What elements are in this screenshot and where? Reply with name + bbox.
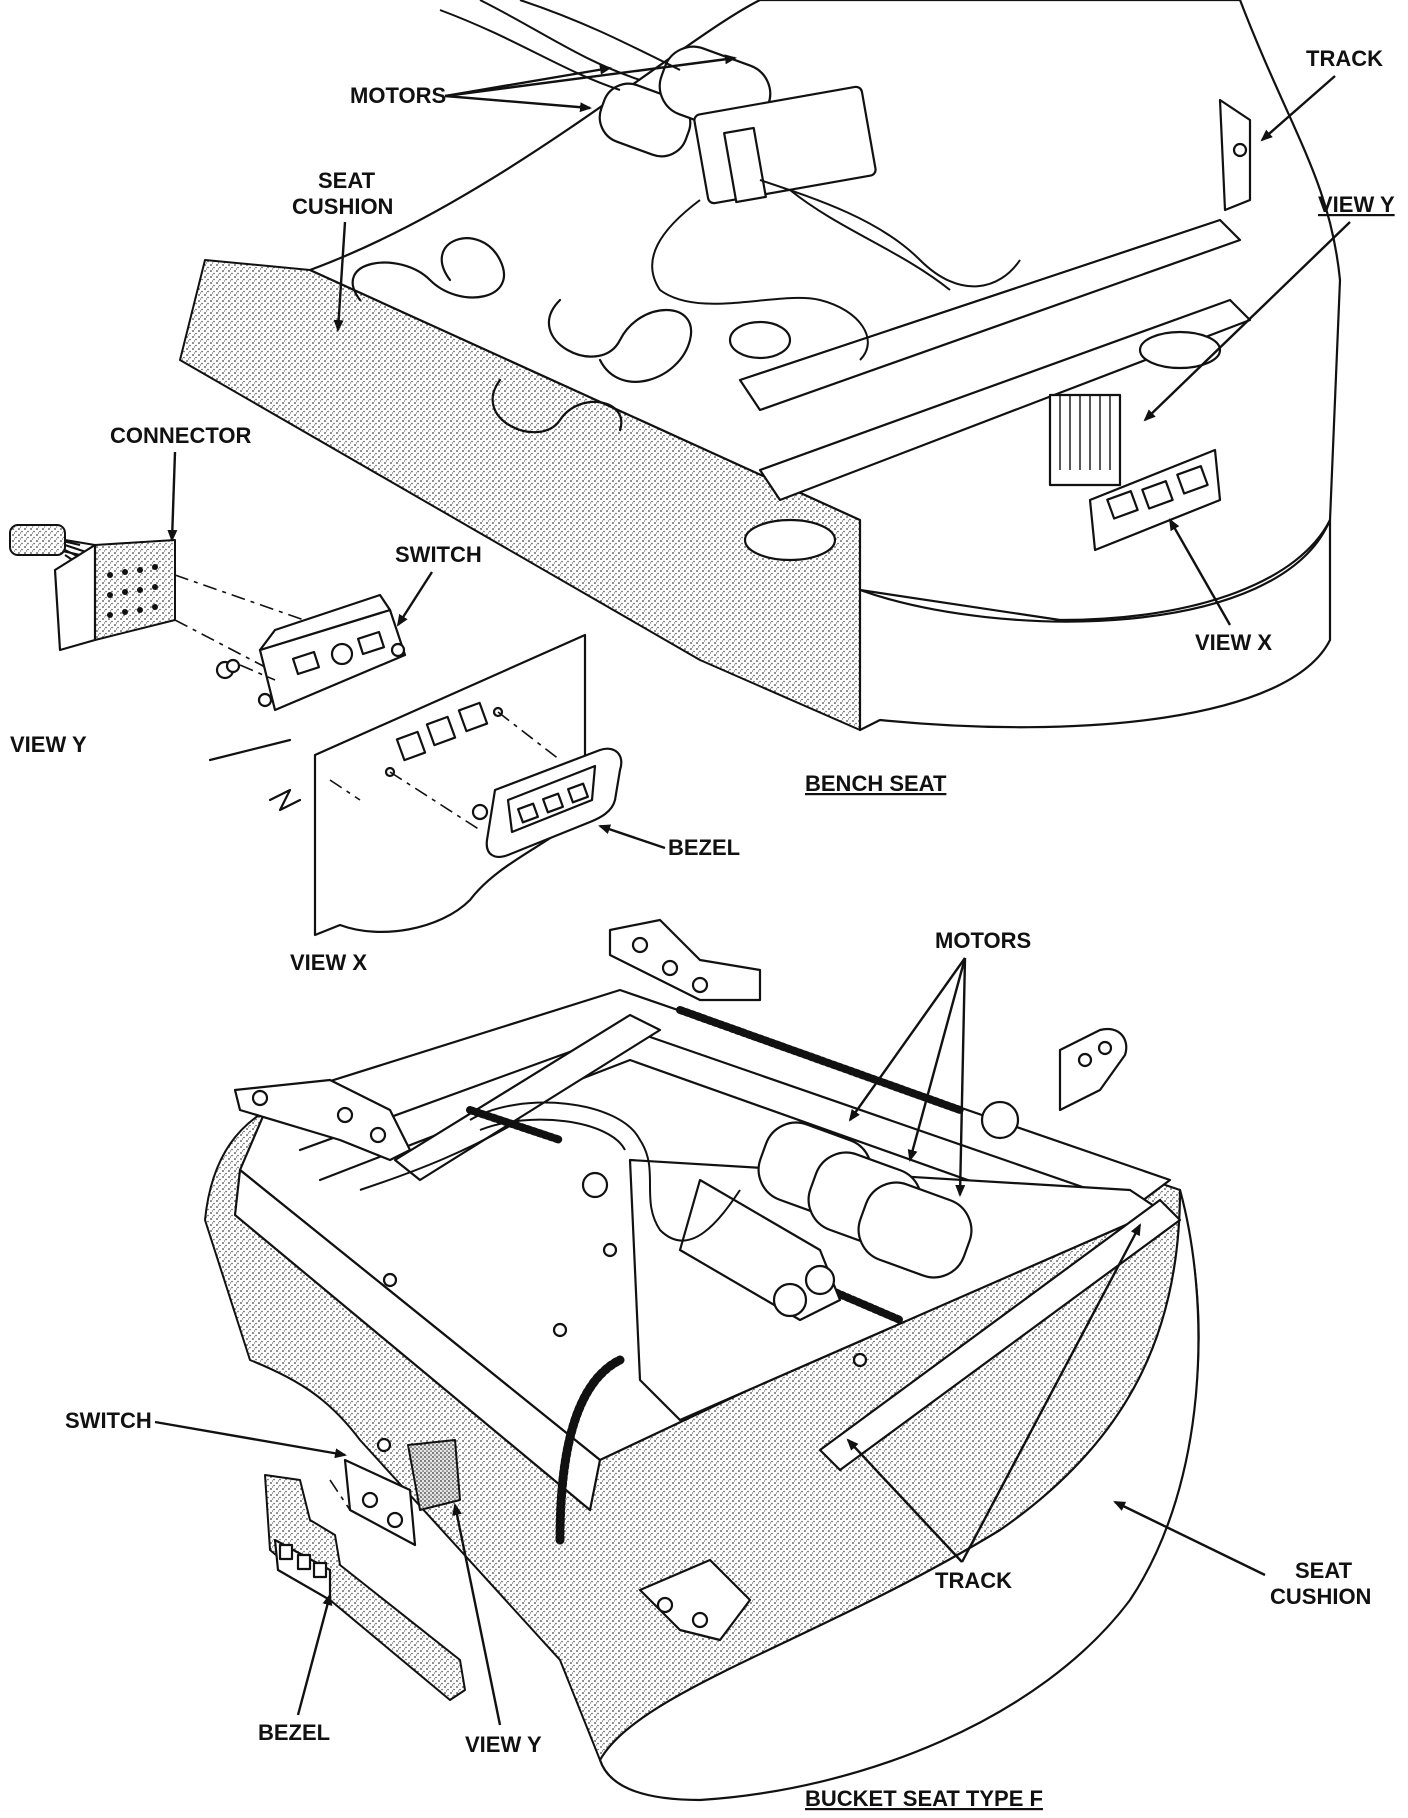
bench-motors-label: MOTORS (350, 83, 446, 108)
bench-seat-switch-bezel (1088, 448, 1222, 552)
bench-seat-caption: BENCH SEAT (805, 771, 947, 796)
bucket-seat-motors (678, 1121, 973, 1322)
bucket-seat-connector (407, 1439, 461, 1511)
bucket-seat-bezel (264, 1474, 466, 1701)
view-y-switch (257, 593, 407, 712)
bucket-seat-caption: BUCKET SEAT TYPE F (805, 1786, 1043, 1811)
view-y-connector (53, 539, 176, 652)
bench-view-y-label: VIEW Y (1318, 192, 1395, 217)
view-x-bezel (485, 747, 623, 858)
bench-view-x-label: VIEW X (1195, 630, 1272, 655)
bucket-seat-cushion-label-line2: CUSHION (1270, 1584, 1371, 1609)
view-x-detail-illustration (208, 633, 623, 937)
bench-seat-cushion-label-line2: CUSHION (292, 194, 393, 219)
bucket-view-y-label: VIEW Y (465, 1732, 542, 1757)
bucket-track-label: TRACK (935, 1568, 1012, 1593)
view-y-caption: VIEW Y (10, 732, 87, 757)
bucket-seat-cushion-label-line1: SEAT (1295, 1558, 1353, 1583)
view-y-connector-label: CONNECTOR (110, 423, 251, 448)
bucket-bezel-label: BEZEL (258, 1720, 330, 1745)
bucket-motors-label: MOTORS (935, 928, 1031, 953)
view-x-bezel-label: BEZEL (668, 835, 740, 860)
view-y-switch-label: SWITCH (395, 542, 482, 567)
bucket-seat-cushion-front (598, 1188, 1200, 1802)
bench-seat-cushion-end (858, 518, 1332, 732)
bench-track-label: TRACK (1306, 46, 1383, 71)
bucket-seat-switch (343, 1437, 417, 1547)
bench-seat-track (738, 218, 1242, 412)
bench-seat-illustration (179, 0, 1342, 732)
view-y-detail-illustration (9, 524, 407, 712)
view-x-caption: VIEW X (290, 950, 367, 975)
bucket-seat-illustration (204, 918, 1200, 1802)
bucket-switch-label: SWITCH (65, 1408, 152, 1433)
bench-seat-cushion-label-line1: SEAT (318, 168, 376, 193)
